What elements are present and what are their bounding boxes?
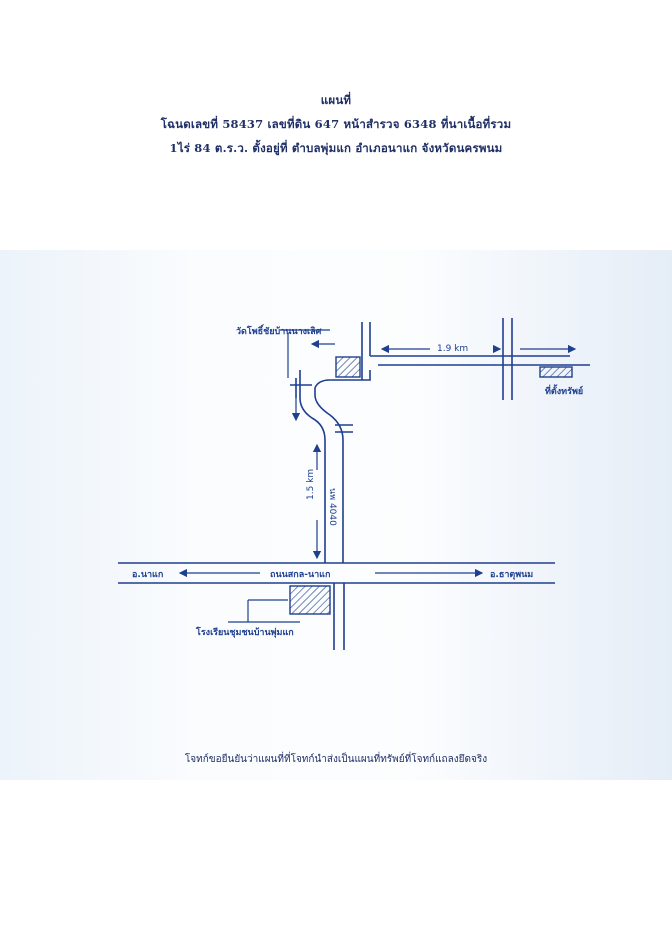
distance-top-label: 1.9 km xyxy=(437,344,468,354)
east-label: อ.ธาตุพนม xyxy=(490,570,533,580)
rural-road-left-edge xyxy=(299,370,326,563)
west-label: อ.นาแก xyxy=(132,570,163,580)
footer-note: โจทก์ขอยืนยันว่าแผนที่ที่โจทก์นำส่งเป็นแ… xyxy=(184,754,488,765)
road-code-label: นพ 4040 xyxy=(327,488,337,526)
temple-area xyxy=(335,356,361,378)
temple-label: วัดโพธิ์ชัยบ้านนางเลิศ xyxy=(236,324,322,337)
deed-description-line2: 1ไร่ 84 ต.ร.ว. ตั้งอยู่ที่ ตำบลพุ่มแก อำ… xyxy=(169,141,503,155)
main-road-label: ถนนสกล-นาแก xyxy=(270,570,330,580)
deed-description-line1: โฉนดเลขที่ 58437 เลขที่ดิน 647 หน้าสำรวจ… xyxy=(160,117,512,131)
school-area xyxy=(289,585,331,615)
property-area xyxy=(539,366,573,378)
property-label: ที่ตั้งทรัพย์ xyxy=(545,384,583,397)
scan-shading xyxy=(0,250,672,780)
distance-vertical-label: 1.5 km xyxy=(306,469,316,500)
school-label: โรงเรียนชุมชนบ้านพุ่มแก xyxy=(195,626,294,638)
map-title: แผนที่ xyxy=(320,93,352,107)
rural-road-right-edge xyxy=(314,370,371,563)
